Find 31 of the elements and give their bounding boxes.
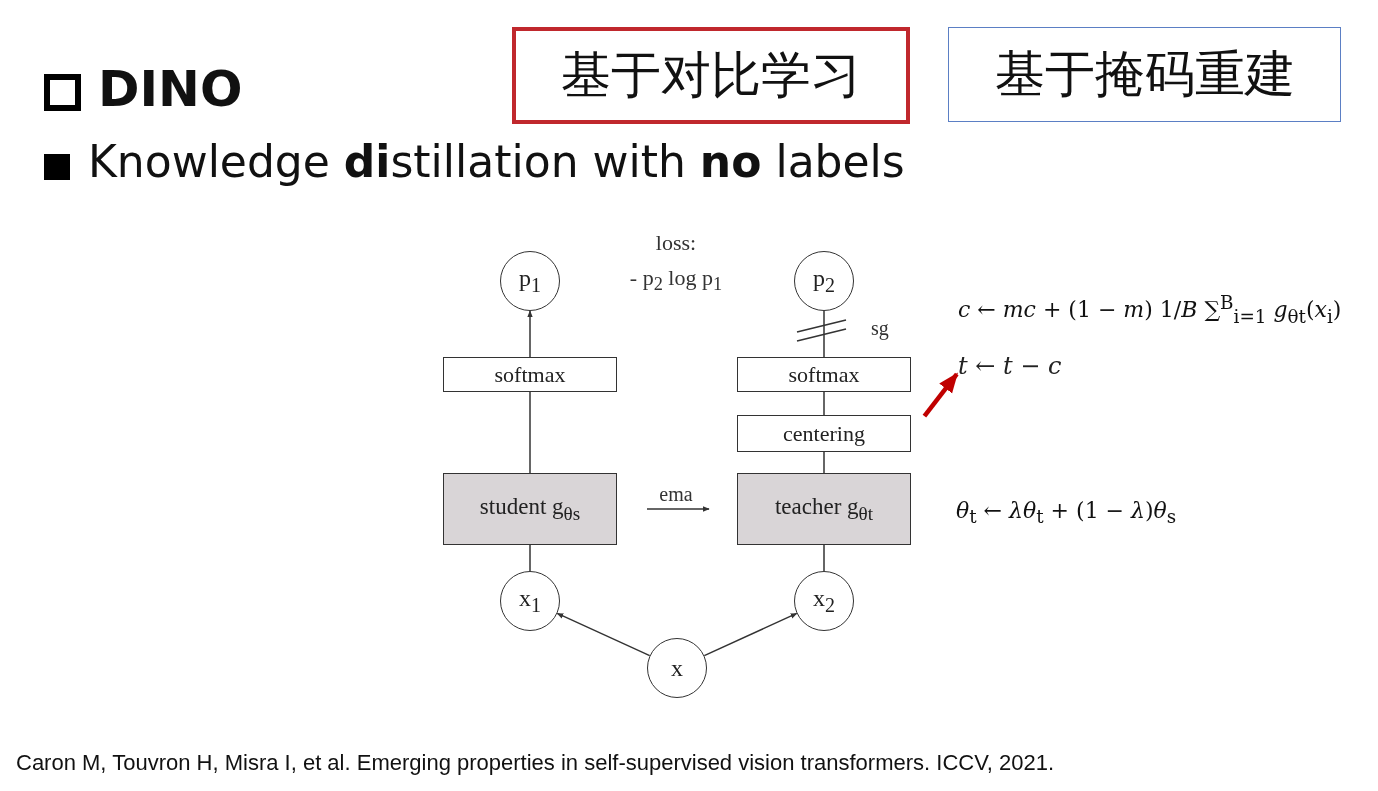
connector-line — [823, 310, 825, 358]
arrow — [646, 506, 710, 512]
loss-formula: - p$_{2}$ log p$_{1}$ — [629, 265, 723, 296]
variable-circle: p$_{1}$ — [500, 251, 560, 311]
slide-title: DINO — [98, 60, 243, 118]
variable-circle: p$_{2}$ — [794, 251, 854, 311]
network-box: teacher g$_{θt}$ — [737, 473, 911, 545]
process-box: softmax — [737, 357, 911, 392]
connector-line — [823, 451, 825, 474]
connector-line — [823, 544, 825, 572]
topic-box: 基于掩码重建 — [948, 27, 1341, 122]
network-box: student g$_{θs}$ — [443, 473, 617, 545]
formula: θ$_{t}$ ← λθ$_{t}$ + (1 − λ)θ$_{s}$ — [956, 498, 1177, 528]
connector-line — [529, 544, 531, 572]
loss-label: loss: — [655, 230, 697, 256]
connector-line — [823, 391, 825, 416]
arrow — [922, 372, 959, 418]
variable-circle: x$_{1}$ — [500, 571, 560, 631]
arrow — [527, 310, 533, 358]
formula: t ← t − c — [958, 348, 1088, 384]
connector-line — [529, 391, 531, 474]
arrow — [556, 612, 651, 657]
process-box: softmax — [443, 357, 617, 392]
variable-circle: x — [647, 638, 707, 698]
arrow — [703, 612, 798, 657]
process-box: centering — [737, 415, 911, 452]
topic-box: 基于对比学习 — [512, 27, 910, 124]
citation: Caron M, Touvron H, Misra I, et al. Emerging properties in self-supervised vision transformers. ICCV, 2021. — [16, 750, 1055, 776]
formula: c ← mc + (1 − m) 1/B ∑$^{B}$$_{i=1}$ g$_{θt}$(x$_{i}$) — [958, 292, 1342, 327]
subtitle: Knowledge distillation with no labels — [88, 136, 905, 187]
variable-circle: x$_{2}$ — [794, 571, 854, 631]
